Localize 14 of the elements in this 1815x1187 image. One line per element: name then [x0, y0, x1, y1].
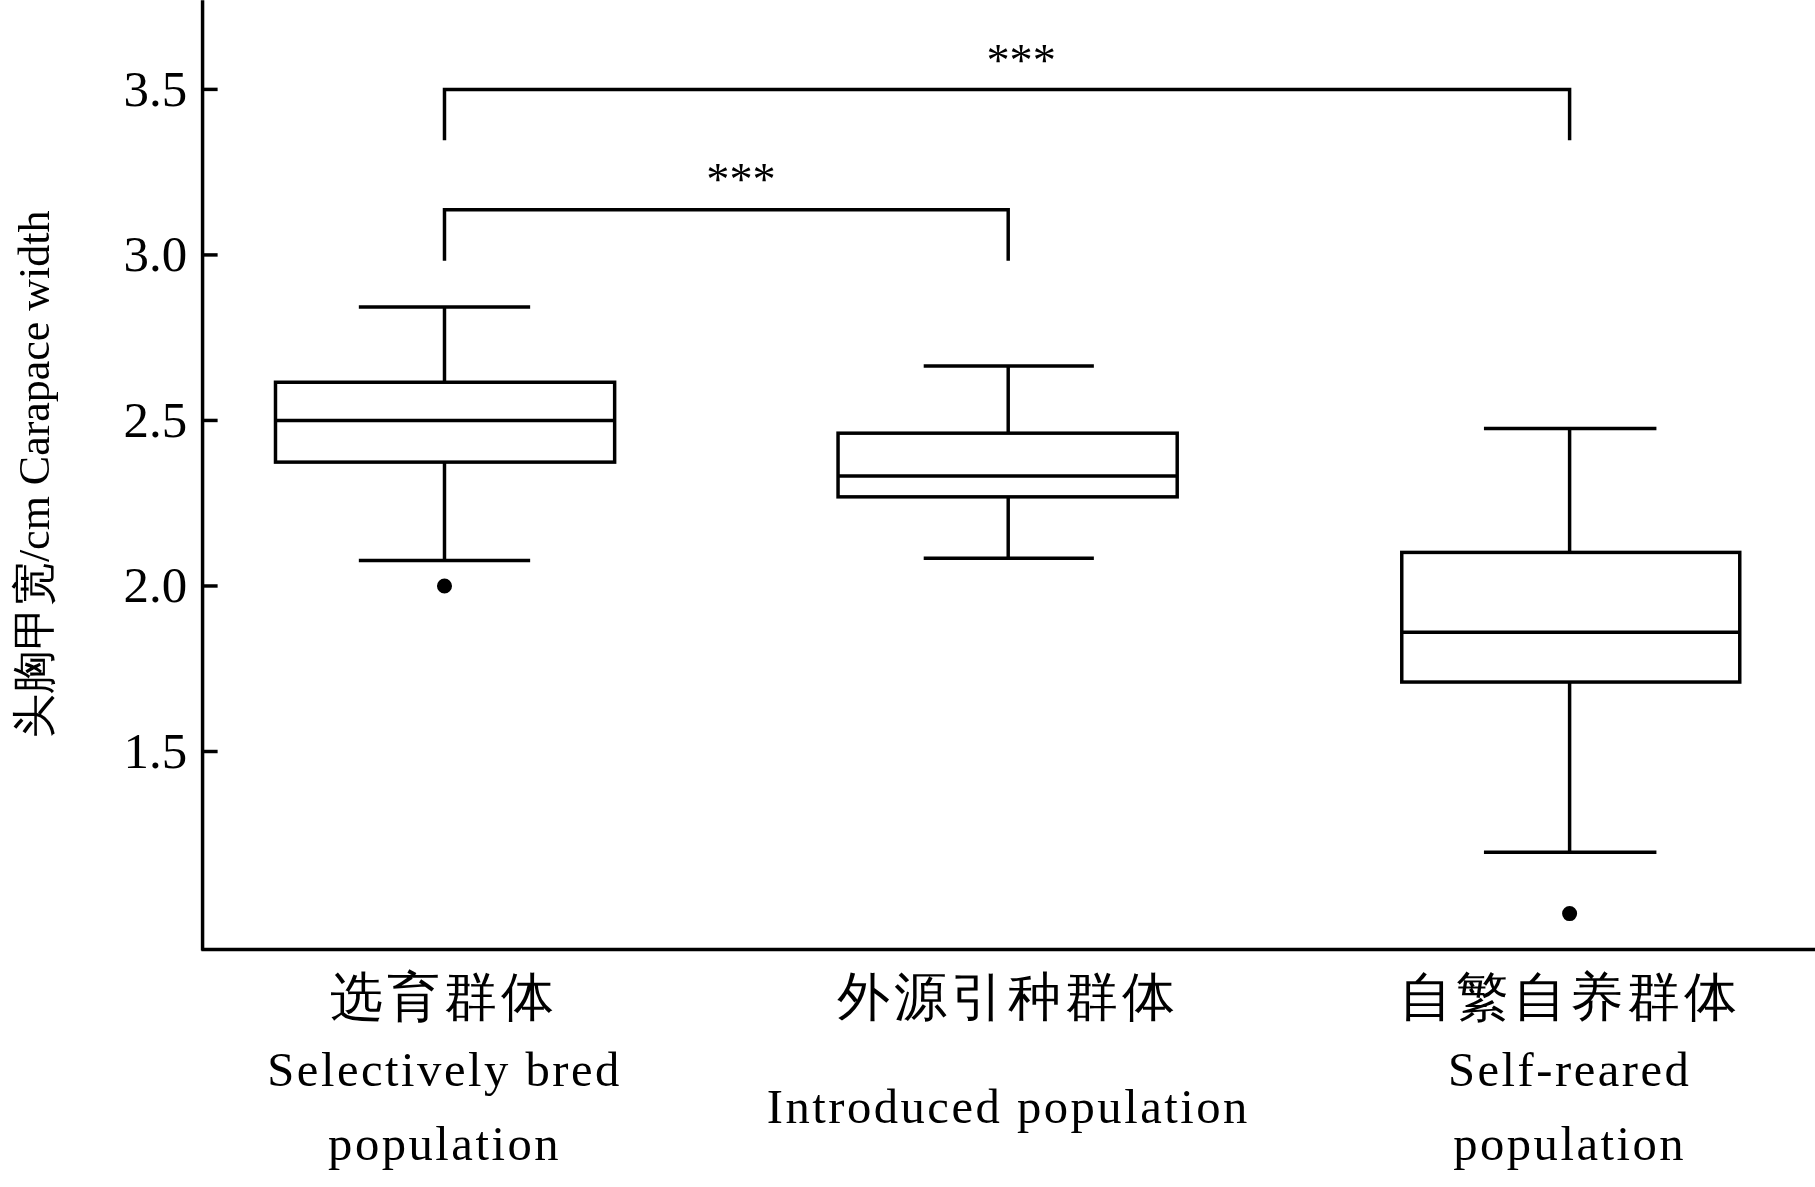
category-label: Introduced population [765, 1078, 1251, 1136]
significance-stars: *** [706, 152, 776, 207]
category-label: Self-reared population [1446, 1041, 1693, 1173]
tick-label: 2.0 [123, 556, 188, 615]
category-label: Selectively bred population [266, 1041, 623, 1173]
category-label: 自繁自养群体 [1398, 967, 1741, 1029]
category-label: 选育群体 [330, 967, 559, 1029]
tick-label: 3.0 [123, 225, 188, 284]
tick-label: 1.5 [123, 721, 188, 781]
significance-stars: *** [986, 33, 1056, 87]
axis-title: 头胸甲宽/cm Carapace width [9, 210, 60, 739]
tick-label: 3.5 [123, 59, 188, 119]
tick-label: 2.5 [123, 390, 188, 450]
category-label: 外源引种群体 [837, 967, 1180, 1029]
